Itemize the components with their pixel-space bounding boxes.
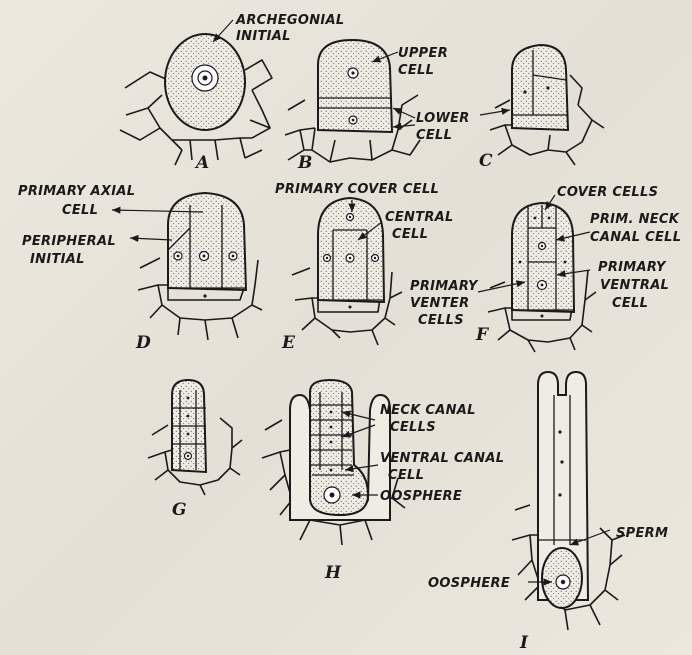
- label-primary-axial-2: CELL: [62, 203, 98, 218]
- label-prim-neck-1: PRIM. NECK: [590, 212, 680, 227]
- figure-letter-d: D: [135, 333, 151, 353]
- label-lower-cell-2: CELL: [416, 128, 452, 143]
- label-neck-canal-2: CELLS: [390, 420, 436, 435]
- label-primary-cover-cell: PRIMARY COVER CELL: [275, 182, 439, 197]
- label-central-cell-1: CENTRAL: [385, 210, 454, 225]
- label-upper-cell-2: CELL: [398, 63, 434, 78]
- label-cover-cells: COVER CELLS: [557, 185, 658, 200]
- label-ventral-canal-1: VENTRAL CANAL: [380, 451, 504, 466]
- figure-letter-g: G: [172, 500, 187, 520]
- figure-letter-e: E: [281, 333, 296, 353]
- stage-d: [112, 193, 262, 340]
- stage-i: [512, 372, 625, 630]
- figure-letter-c: C: [479, 151, 493, 171]
- stage-g: [148, 380, 242, 495]
- label-primary-ventral-2: VENTRAL: [600, 278, 669, 293]
- label-primary-venter-3: CELLS: [418, 313, 464, 328]
- label-archegonial-initial-1: ARCHEGONIAL: [235, 13, 344, 28]
- label-archegonial-initial-2: INITIAL: [236, 29, 291, 44]
- figure-letter-b: B: [297, 153, 312, 173]
- stage-c: [480, 45, 604, 165]
- label-central-cell-2: CELL: [392, 227, 428, 242]
- label-primary-ventral-1: PRIMARY: [598, 260, 667, 275]
- label-sperm: SPERM: [616, 526, 668, 541]
- label-upper-cell-1: UPPER: [398, 46, 448, 61]
- figure-letter-h: H: [324, 563, 342, 583]
- label-neck-canal-1: NECK CANAL: [380, 403, 476, 418]
- label-oosphere-h: OOSPHERE: [380, 489, 462, 504]
- label-ventral-canal-2: CELL: [388, 468, 424, 483]
- label-peripheral-2: INITIAL: [30, 252, 85, 267]
- figure-letter-f: F: [475, 325, 490, 345]
- stage-f: [478, 195, 596, 352]
- label-primary-venter-1: PRIMARY: [410, 279, 479, 294]
- label-oosphere-i: OOSPHERE: [428, 576, 510, 591]
- label-primary-axial-1: PRIMARY AXIAL: [18, 184, 135, 199]
- label-primary-venter-2: VENTER: [410, 296, 469, 311]
- label-peripheral-1: PERIPHERAL: [22, 234, 116, 249]
- label-prim-neck-2: CANAL CELL: [590, 230, 681, 245]
- figure-letter-i: I: [519, 633, 529, 653]
- label-primary-ventral-3: CELL: [612, 296, 648, 311]
- label-lower-cell-1: LOWER: [416, 111, 470, 126]
- figure-letter-a: A: [194, 153, 209, 173]
